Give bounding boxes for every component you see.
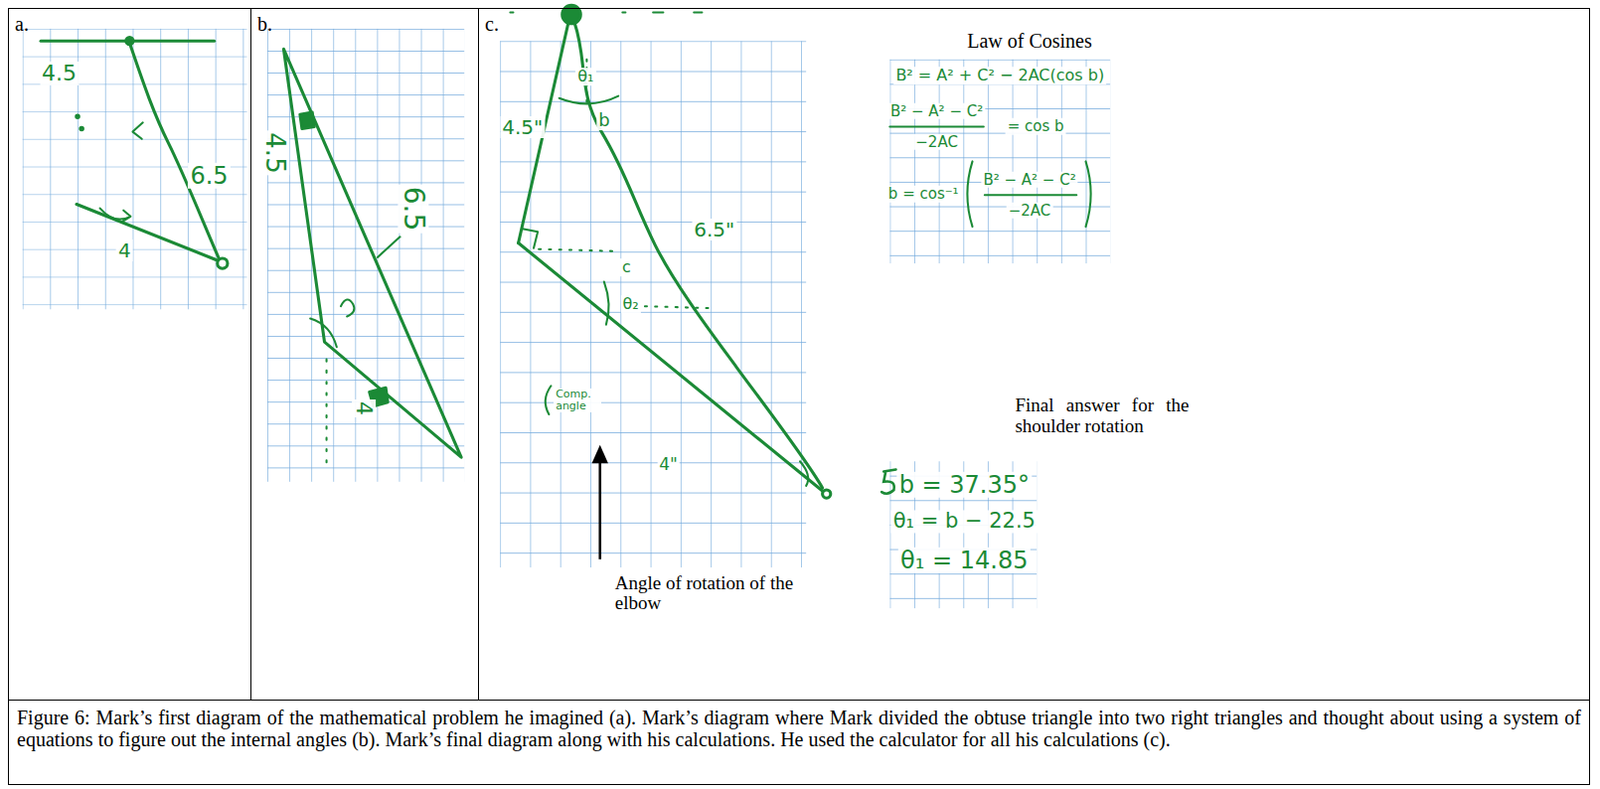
angle-label: θ₁ [575, 67, 596, 86]
side-length: 6.5" [691, 218, 737, 241]
annotation: Angle of rotation of the elbow [613, 573, 816, 616]
side-length: 4.5 [39, 61, 79, 86]
side-length: 4.5 [261, 130, 291, 175]
equation: B² − A² − C² [888, 103, 985, 121]
annotation: Final answer for the shoulder rotation [1012, 395, 1191, 438]
sketch-b [283, 48, 462, 472]
side-length: 4 [350, 399, 375, 418]
panel-letter: b. [257, 12, 273, 36]
panel-cell: a. [7, 7, 252, 701]
equation: b = cos⁻¹ [886, 185, 961, 203]
angle-label: b [596, 110, 612, 131]
panel-cell: b. [250, 7, 480, 701]
angle-label: c [620, 258, 634, 277]
caption-cell: Figure 6: Mark’s first diagram of the ma… [7, 699, 1591, 786]
equation: = cos b [1005, 118, 1067, 136]
result: θ₁ = 14.85 [898, 547, 1030, 574]
annotation: Law of Cosines [964, 29, 1095, 52]
side-length: 4 [116, 239, 134, 262]
side-length: 6.5 [187, 161, 230, 188]
figure-caption: Figure 6: Mark’s first diagram of the ma… [16, 706, 1582, 751]
result: θ₁ = b − 22.5 [891, 509, 1038, 533]
equation: B² = A² + C² − 2AC(cos b) [893, 66, 1107, 85]
angle-note: Comp. angle [553, 387, 602, 412]
panel-letter: a. [14, 12, 29, 36]
angle-label: θ₂ [620, 295, 640, 314]
side-length: 4.5" [499, 116, 545, 139]
equation-marks [881, 126, 1091, 493]
equation: B² − A² − C² [980, 170, 1078, 188]
side-length: 6.5 [397, 184, 429, 234]
pointer-arrow [592, 445, 609, 560]
equation: −2AC [1006, 201, 1054, 219]
sketch-c [509, 4, 830, 498]
equation: −2AC [913, 133, 960, 151]
result: b = 37.35° [897, 472, 1032, 498]
grid-paper [22, 28, 1112, 609]
side-length: 4" [656, 455, 680, 475]
panel-letter: c. [484, 12, 499, 36]
